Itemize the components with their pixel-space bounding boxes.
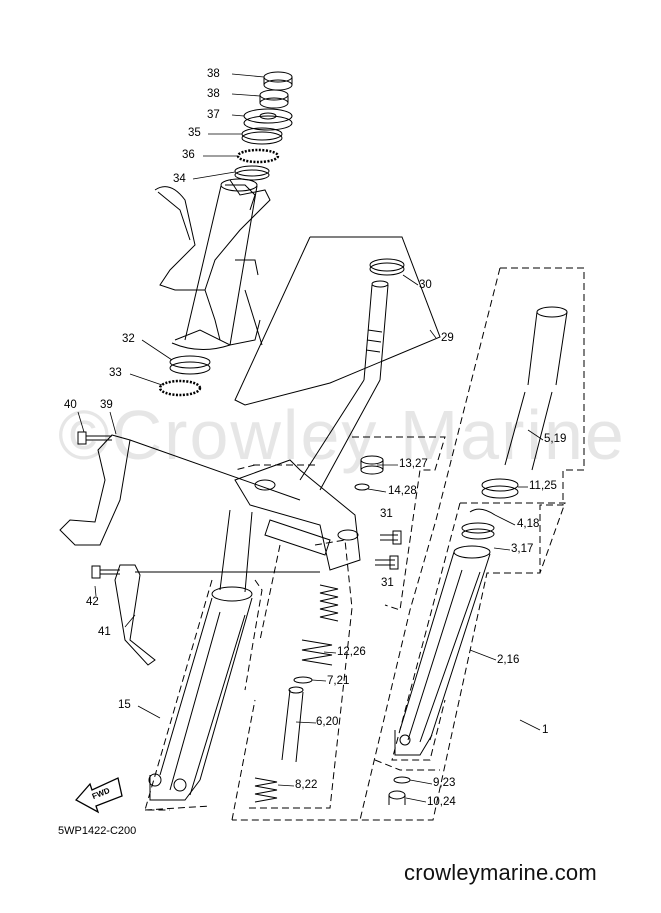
- damper-rod-6: [281, 686, 304, 763]
- bracket-39: [59, 434, 301, 546]
- bearing-race-34: [234, 165, 270, 181]
- ball-bearing-33: [158, 379, 202, 397]
- callout-6-20: 6,20: [316, 716, 339, 728]
- clip-4: [469, 508, 496, 516]
- callout-37: 37: [207, 109, 220, 121]
- group-outline-right-fork: [374, 502, 566, 771]
- callout-31-lower: 31: [381, 577, 394, 589]
- callout-36: 36: [182, 149, 195, 161]
- bearing-race-32: [169, 355, 211, 375]
- callout-13-27: 13,27: [399, 458, 428, 470]
- group-outline-fork-assembly: [231, 267, 585, 821]
- callout-40: 40: [64, 399, 77, 411]
- callout-12-26: 12,26: [337, 646, 366, 658]
- callout-15: 15: [118, 699, 131, 711]
- bolt-40: [77, 431, 112, 445]
- left-fork-tube: [148, 509, 253, 801]
- callout-34: 34: [173, 173, 186, 185]
- callout-42: 42: [86, 596, 99, 608]
- gasket-9: [393, 776, 411, 784]
- bolt-42: [91, 565, 120, 579]
- drawing-code: 5WP1422-C200: [58, 825, 137, 837]
- callout-35: 35: [188, 127, 201, 139]
- inner-tube-5: [504, 306, 568, 471]
- lock-nut-38-lower: [259, 89, 289, 109]
- group-outline-bracket: [234, 436, 446, 611]
- callout-3-17: 3,17: [511, 543, 534, 555]
- group-outline-spring: [245, 539, 353, 809]
- callout-1: 1: [542, 724, 549, 736]
- callout-14-28: 14,28: [388, 485, 417, 497]
- callout-9-23: 9,23: [433, 777, 456, 789]
- group-outline-left-fork: [144, 579, 263, 811]
- callout-31-upper: 31: [380, 508, 393, 520]
- watermark: ©Crowley Marine: [58, 396, 626, 474]
- head-pipe-frame: [154, 178, 271, 350]
- callout-11-25: 11,25: [529, 480, 557, 492]
- bearing-race-35: [241, 127, 283, 145]
- ball-bearing-36: [236, 148, 280, 164]
- outer-tube-2: [394, 545, 491, 756]
- callout-41: 41: [98, 626, 111, 638]
- lock-nut-38-top: [263, 71, 293, 91]
- steering-stem: [234, 258, 405, 571]
- callout-38-lower: 38: [207, 88, 220, 100]
- callout-2-16: 2,16: [497, 654, 520, 666]
- washer-37: [243, 108, 293, 131]
- callout-5-19: 5,19: [544, 433, 567, 445]
- callout-33: 33: [109, 367, 122, 379]
- callout-29: 29: [441, 332, 454, 344]
- callout-39: 39: [100, 399, 113, 411]
- bolt-10: [388, 790, 406, 805]
- oil-seal-11: [481, 478, 519, 499]
- group-frame-stem: [234, 236, 441, 406]
- bolt-31-lower: [375, 555, 399, 570]
- leader-lines: [77, 73, 544, 803]
- callout-8-22: 8,22: [295, 779, 318, 791]
- fwd-arrow-icon: [74, 777, 123, 814]
- callout-32: 32: [122, 333, 135, 345]
- callout-7-21: 7,21: [327, 675, 350, 687]
- fork-spring-12: [301, 584, 339, 666]
- seal-3: [461, 522, 495, 540]
- callout-30: 30: [419, 279, 432, 291]
- site-name[interactable]: crowleymarine.com: [404, 860, 597, 885]
- o-ring-7: [293, 676, 313, 684]
- o-ring-14: [354, 483, 370, 491]
- bolt-31-upper: [380, 530, 402, 545]
- callout-10-24: 10,24: [427, 796, 456, 808]
- stand-41: [114, 564, 320, 666]
- callout-38-top: 38: [207, 68, 220, 80]
- rebound-spring-8: [254, 777, 278, 803]
- callout-4-18: 4,18: [517, 518, 540, 530]
